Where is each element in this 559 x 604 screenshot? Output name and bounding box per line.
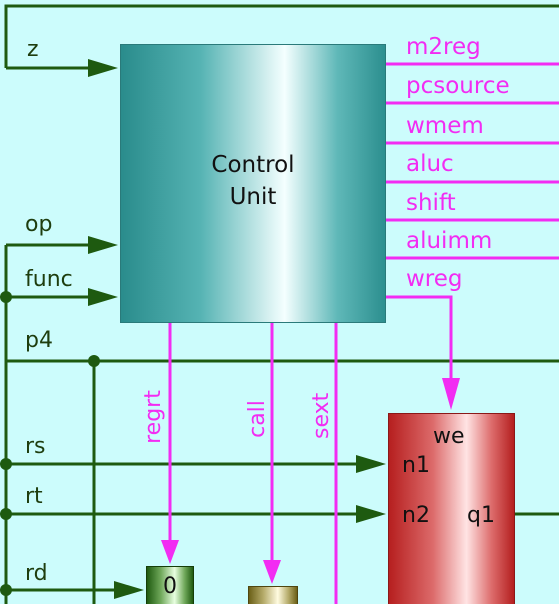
input-label-rt: rt	[25, 484, 43, 509]
arrow-rt	[356, 505, 386, 523]
input-label-z: z	[27, 37, 39, 62]
output-label-pcsource: pcsource	[406, 73, 510, 99]
output-label-aluimm: aluimm	[406, 228, 493, 254]
arrow-z	[88, 59, 118, 77]
output-label-aluc: aluc	[406, 151, 454, 177]
signal-label-call: call	[245, 400, 270, 438]
junction-func	[0, 291, 12, 303]
input-label-p4: p4	[25, 328, 53, 353]
input-label-func: func	[25, 267, 73, 292]
arrow-regrt	[161, 540, 179, 564]
junction-rd	[0, 584, 12, 596]
arrow-wreg	[442, 378, 460, 410]
call-mux	[248, 586, 298, 604]
junction-p4	[88, 355, 100, 367]
signal-label-regrt: regrt	[141, 390, 166, 444]
signal-label-sext: sext	[309, 392, 334, 439]
wire-top-loop	[4, 4, 559, 68]
register-file-n1-label: n1	[402, 453, 430, 478]
output-label-shift: shift	[406, 190, 456, 216]
junction-rs	[0, 458, 12, 470]
signal-line-wreg	[386, 295, 453, 378]
input-label-rd: rd	[25, 561, 48, 586]
regrt-mux-select-label: 0	[163, 574, 177, 599]
register-file-n2-label: n2	[402, 503, 430, 528]
control-unit: Control Unit	[120, 44, 386, 323]
junction-rt	[0, 508, 12, 520]
arrow-func	[88, 288, 118, 306]
arrow-rs	[356, 455, 386, 473]
arrow-call	[263, 560, 281, 584]
regrt-mux: 0	[146, 566, 194, 604]
register-file-we-label: we	[433, 424, 465, 449]
arrow-op	[88, 236, 118, 254]
output-label-wreg: wreg	[406, 266, 463, 292]
input-label-op: op	[25, 212, 53, 237]
input-label-rs: rs	[25, 434, 46, 459]
arrow-rd	[114, 581, 144, 599]
control-unit-title: Control Unit	[211, 152, 295, 210]
output-label-m2reg: m2reg	[406, 34, 481, 60]
register-file-q1-label: q1	[467, 503, 495, 528]
output-label-wmem: wmem	[406, 113, 484, 139]
register-file: we n1 n2 q1	[388, 413, 515, 604]
